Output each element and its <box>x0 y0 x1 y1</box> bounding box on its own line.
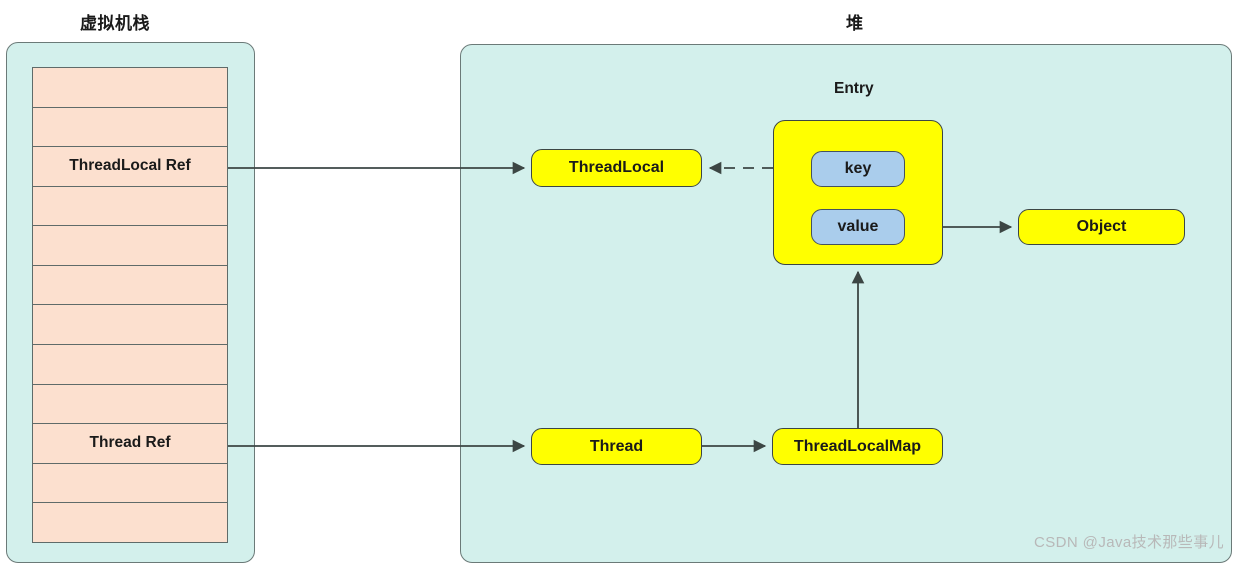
watermark: CSDN @Java技术那些事儿 <box>1034 534 1224 551</box>
node-threadlocalmap[interactable]: ThreadLocalMap <box>772 428 943 465</box>
stack-cell-threadlocal-ref: ThreadLocal Ref <box>32 146 228 186</box>
stack-cell <box>32 304 228 345</box>
stack-cell <box>32 225 228 265</box>
node-object[interactable]: Object <box>1018 209 1185 245</box>
node-thread[interactable]: Thread <box>531 428 702 465</box>
stack-cell <box>32 185 228 226</box>
stack-cell <box>32 383 228 424</box>
stack-cell <box>32 106 228 147</box>
node-key[interactable]: key <box>811 151 905 187</box>
stack-panel-title: 虚拟机栈 <box>80 14 150 33</box>
stack-cell <box>32 264 228 305</box>
stack-cell <box>32 502 228 543</box>
heap-panel-title: 堆 <box>846 14 864 33</box>
stack-cell-thread-ref: Thread Ref <box>32 423 228 463</box>
node-threadlocal[interactable]: ThreadLocal <box>531 149 702 187</box>
stack-cell <box>32 462 228 503</box>
node-value[interactable]: value <box>811 209 905 245</box>
stack-cell <box>32 67 228 107</box>
entry-group-label: Entry <box>834 80 874 97</box>
stack-cell <box>32 344 228 384</box>
stack-frame-list: ThreadLocal Ref Thread Ref <box>32 67 228 543</box>
